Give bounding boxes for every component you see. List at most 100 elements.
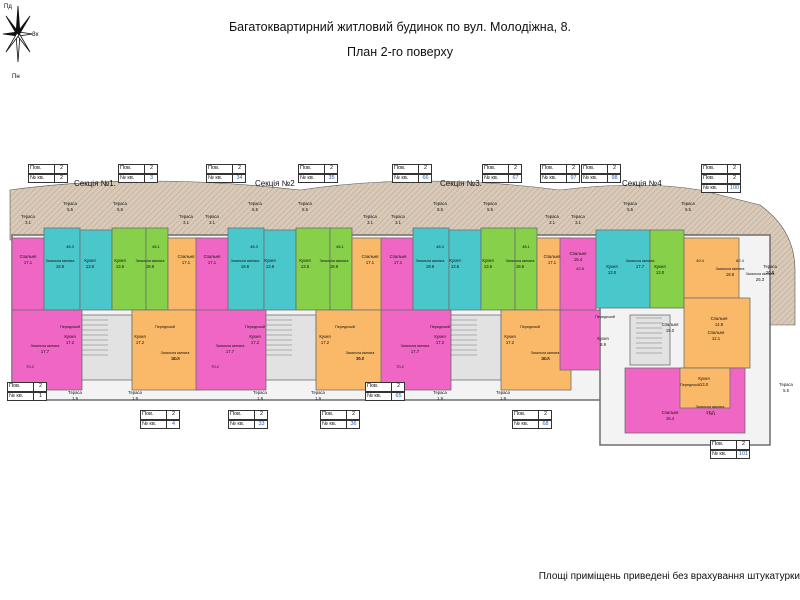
tag-apt-label: № кв. — [582, 174, 608, 182]
apartment-room — [145, 227, 169, 311]
terrace-label: Тераса — [433, 201, 447, 206]
tag-apt-label: № кв. — [702, 184, 728, 192]
apartment-total-area: 76.1 — [708, 411, 717, 416]
kitchen-label: Кухня — [504, 334, 515, 339]
tag-apt-label: № кв. — [207, 174, 233, 182]
apartment-room — [412, 227, 450, 311]
terrace-area: 5.5 — [685, 207, 691, 212]
bedroom-area: 17.1 — [182, 260, 191, 265]
bedroom-area: 15.0 — [666, 328, 675, 333]
tag-floor-value: 2 — [513, 165, 518, 171]
living-room-area: 16.7 — [541, 356, 550, 361]
tag-apt-value: 97 — [570, 174, 577, 181]
terrace-label: Тераса — [248, 201, 262, 206]
living-room-label: Загальна кімната — [626, 259, 655, 263]
apartment-total-area: 48.1 — [336, 244, 345, 249]
terrace-label: Тераса — [571, 214, 585, 219]
kitchen-area: 17.2 — [436, 340, 445, 345]
kitchen-area: 17.2 — [136, 340, 145, 345]
terrace-label: Тераса — [205, 214, 219, 219]
tag-floor-value: 2 — [329, 165, 334, 171]
terrace-label: Тераса — [311, 390, 325, 395]
hall-label: Передпокій — [155, 325, 175, 329]
section-title: Секція №2 — [255, 179, 295, 188]
terrace-area: 1.9 — [500, 396, 506, 401]
living-room-label: Загальна кімната — [416, 259, 445, 263]
bedroom-area: 17.1 — [208, 260, 217, 265]
apartment-total-area: 70.4 — [172, 356, 181, 361]
floor-plan: Тераса3.1Тераса5.5Тераса5.5Тераса3.1Тера… — [9, 180, 796, 446]
apartment-room — [649, 229, 685, 309]
bedroom-label: Спальня — [390, 254, 407, 259]
tag-floor-label: Пов. — [366, 383, 392, 391]
tag-floor-value: 2 — [237, 165, 242, 171]
living-room-area: 19.6 — [56, 264, 65, 269]
apartment-total-area: 42.8 — [576, 266, 585, 271]
kitchen-area: 13.6 — [116, 264, 125, 269]
terrace-label: Тераса — [68, 390, 82, 395]
hall-label: Передпокій — [680, 383, 700, 387]
living-room-area: 17.7 — [226, 349, 235, 354]
terrace-label: Тераса — [483, 201, 497, 206]
kitchen-area: 13.6 — [484, 264, 493, 269]
terrace-area: 5.5 — [67, 207, 73, 212]
living-room-area: 19.6 — [426, 264, 435, 269]
terrace-band-top — [9, 180, 796, 326]
living-room-area: 17.7 — [41, 349, 50, 354]
tag-floor-label: Пов. — [321, 411, 347, 419]
bedroom-label: Спальня — [178, 254, 195, 259]
kitchen-label: Кухня — [299, 258, 310, 263]
terrace-area: 3.1 — [209, 220, 215, 225]
tag-apt-label: № кв. — [229, 420, 255, 428]
apartment-room — [683, 237, 740, 299]
tag-apt-label: № кв. — [321, 420, 347, 428]
apartment-room — [679, 367, 731, 409]
terrace-label: Тераса — [545, 214, 559, 219]
apartment-room — [500, 309, 572, 391]
apartment-total-area: 48.3 — [250, 244, 259, 249]
living-room-area: 17.7 — [706, 410, 715, 415]
compass-label-west: Зх — [32, 32, 39, 38]
tag-floor-label: Пов. — [702, 165, 728, 173]
living-room-label: Загальна кімната — [716, 267, 745, 271]
apartment-total-area: 70.2 — [211, 364, 220, 369]
tag-floor-value: 2 — [59, 165, 64, 171]
terrace-label: Тераса — [391, 214, 405, 219]
living-room-label: Загальна кімната — [320, 259, 349, 263]
kitchen-label: Кухня — [264, 258, 275, 263]
bedroom-area: 17.1 — [24, 260, 33, 265]
living-room-area: 16.7 — [356, 356, 365, 361]
tag-floor-label: Пов. — [582, 165, 608, 173]
living-room-area: 18.6 — [516, 264, 525, 269]
terrace-label: Тераса — [63, 201, 77, 206]
plan-title: Багатоквартирний житловий будинок по вул… — [228, 20, 572, 34]
living-room-label: Загальна кімната — [506, 259, 535, 263]
kitchen-area: 13.6 — [301, 264, 310, 269]
terrace-area: 5.5 — [627, 207, 633, 212]
kitchen-area: 17.2 — [251, 340, 260, 345]
tag-apt-label: № кв. — [299, 174, 325, 182]
living-room-label: Загальна кімната — [31, 344, 60, 348]
kitchen-label: Кухня — [654, 264, 665, 269]
tag-apt-value: 36 — [350, 420, 357, 427]
terrace-area: 1.9 — [132, 396, 138, 401]
tag-floor-label: Пов. — [207, 165, 233, 173]
bedroom-label: Спальня — [662, 322, 679, 327]
bedroom-label: Спальня — [204, 254, 221, 259]
terrace-area: 5.5 — [487, 207, 493, 212]
hall-label: Передпокій — [520, 325, 540, 329]
kitchen-area: 8.9 — [600, 342, 606, 347]
apartment-room — [329, 227, 353, 311]
terrace-area: 3.1 — [395, 220, 401, 225]
hall-label: Передпокій — [430, 325, 450, 329]
apartment-room — [480, 227, 516, 311]
tag-floor-value: 2 — [612, 165, 617, 171]
apartment-total-area: 70.4 — [542, 356, 551, 361]
